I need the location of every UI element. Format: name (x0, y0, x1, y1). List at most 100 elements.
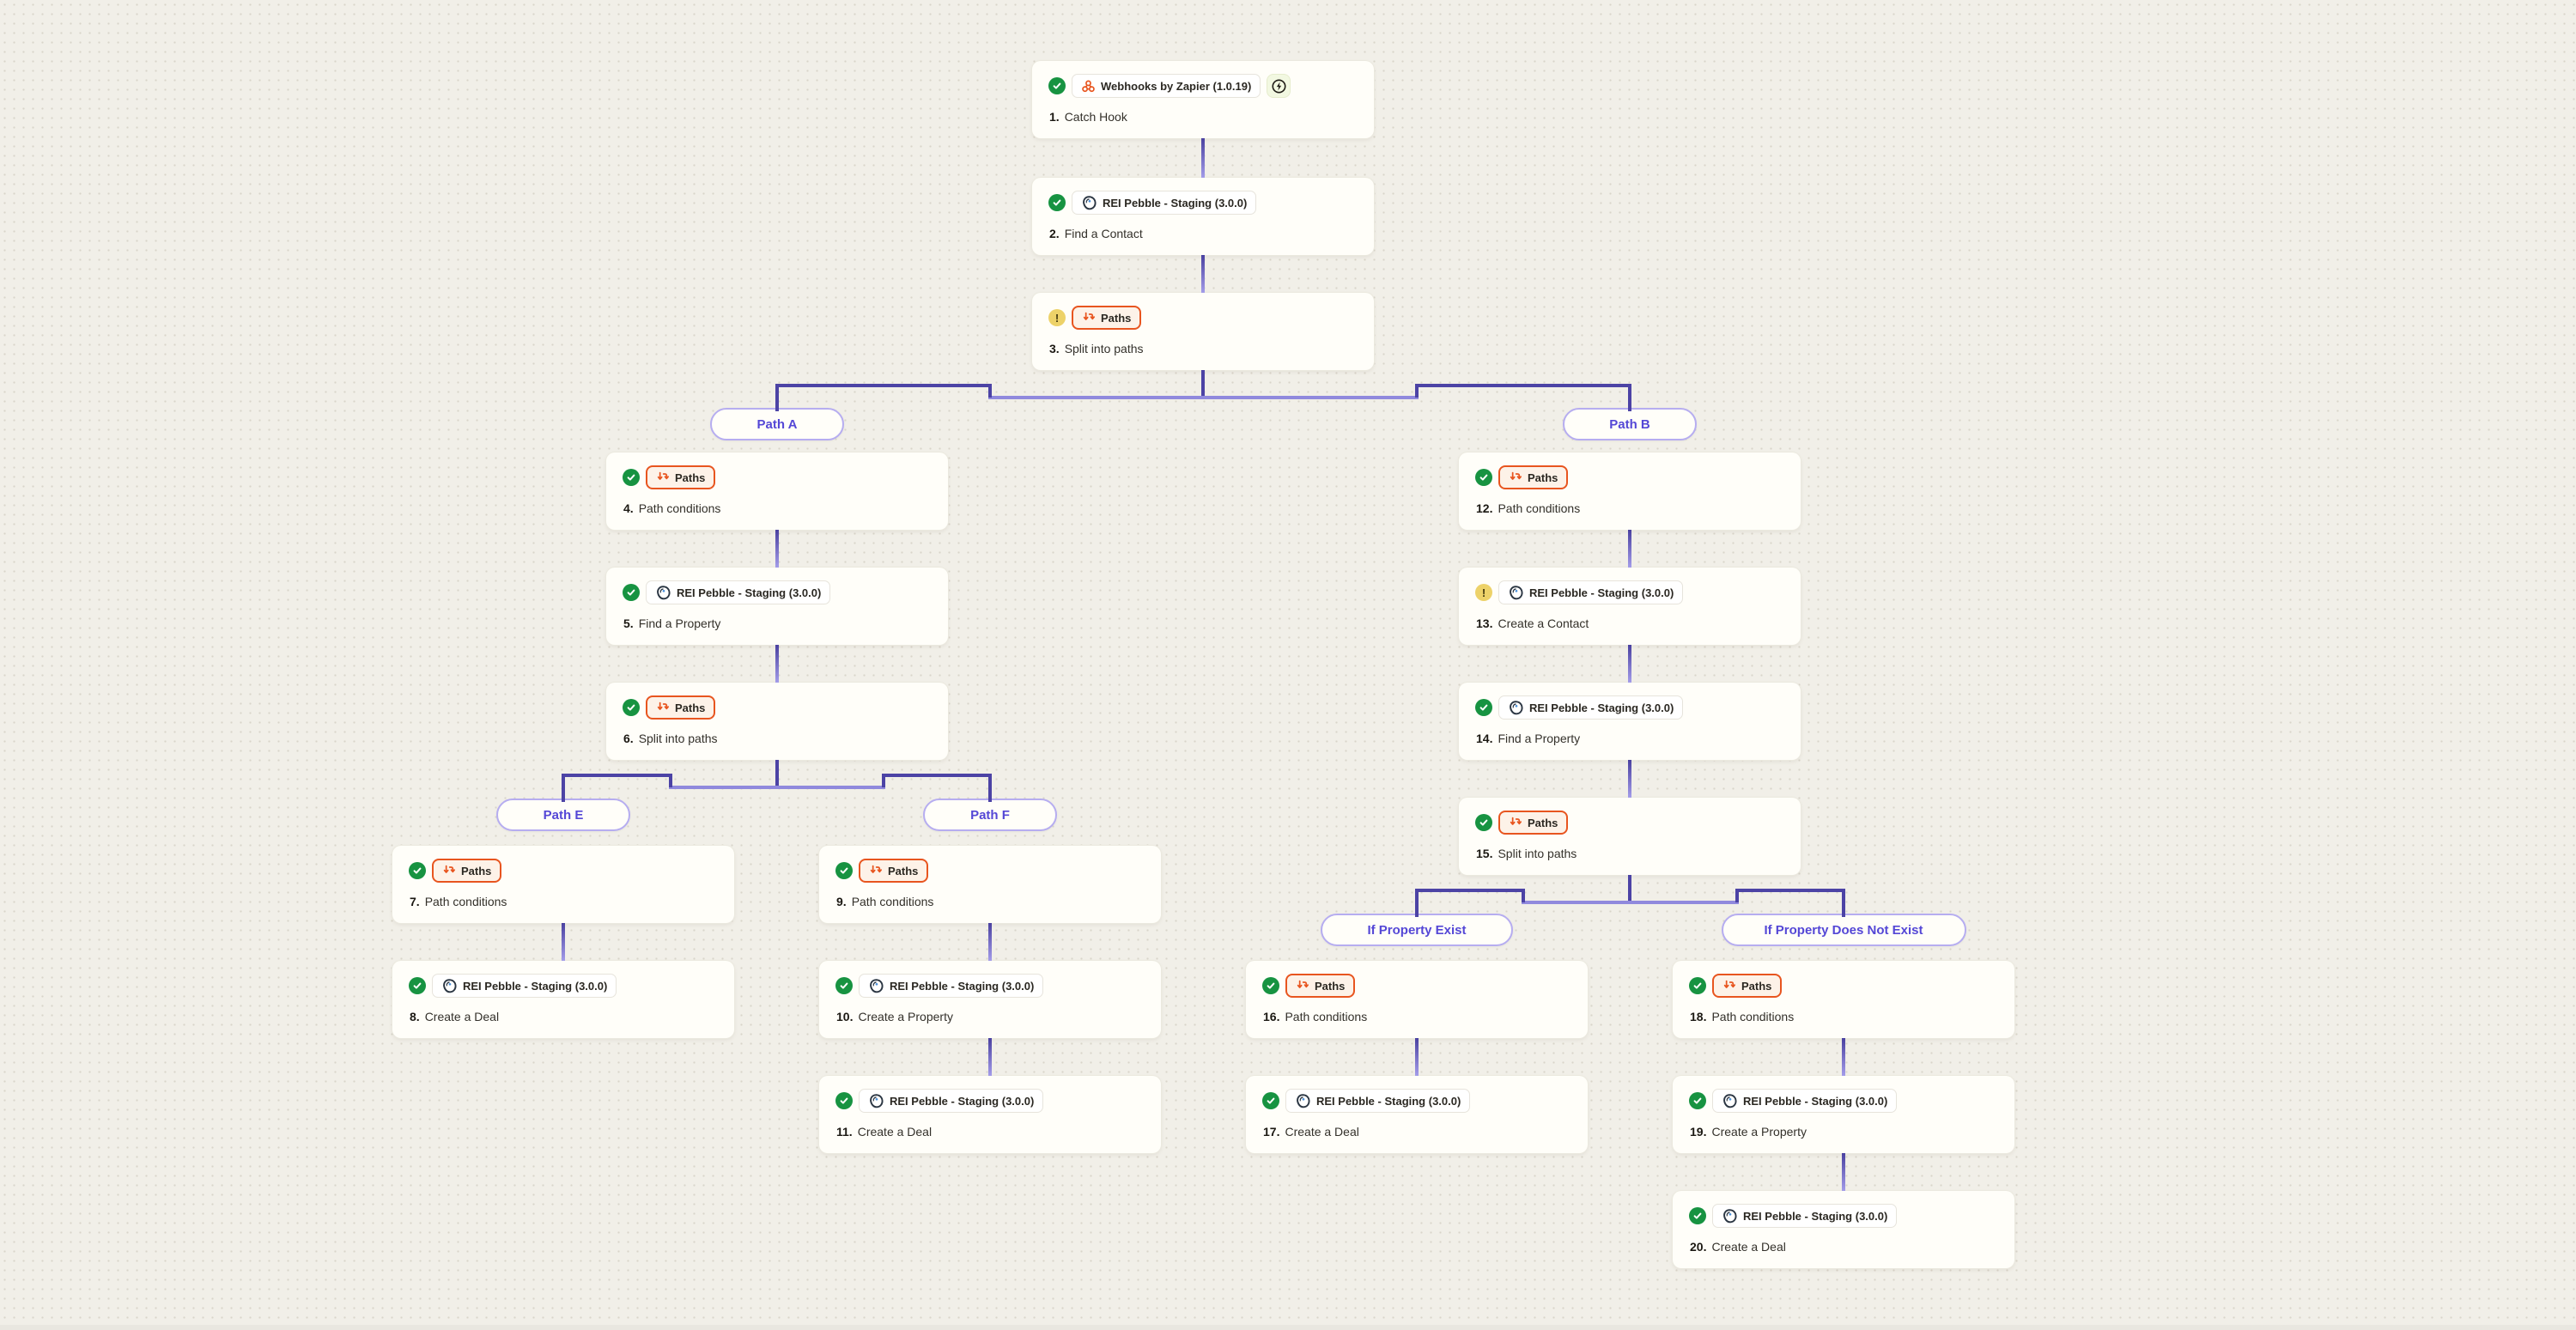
step-title-text: Create a Property (858, 1010, 953, 1023)
connector-line (1842, 890, 1845, 917)
app-pill-label: Paths (1528, 816, 1558, 829)
step-node-18[interactable]: ! Paths (1673, 961, 2014, 1038)
connector-line (988, 396, 1419, 399)
app-pill: REI Pebble - Staging (3.0.0) (1498, 580, 1684, 604)
step-node-16[interactable]: ! Paths (1246, 961, 1588, 1038)
step-title: 7.Path conditions (410, 895, 507, 908)
step-node-2[interactable]: ! REI Pebble - Staging (3.0.0) (1032, 178, 1374, 255)
step-number: 6. (623, 732, 634, 745)
step-title-text: Create a Contact (1498, 616, 1589, 630)
connector-line (1415, 1038, 1419, 1076)
connector-line (1201, 370, 1205, 399)
success-check-icon (1689, 1092, 1706, 1109)
step-node-20[interactable]: ! REI Pebble - Staging (3.0.0) (1673, 1191, 2014, 1268)
step-number: 10. (836, 1010, 854, 1023)
success-check-icon (1475, 699, 1492, 716)
lightning-badge[interactable] (1267, 74, 1291, 98)
webhooks-icon (1082, 80, 1095, 92)
step-title-text: Create a Deal (857, 1125, 933, 1139)
step-node-9[interactable]: ! Paths (819, 846, 1161, 923)
step-node-header: ! Paths (1689, 974, 1783, 998)
success-check-icon (1689, 977, 1706, 994)
path-label-pill-pathB[interactable]: Path B (1563, 408, 1697, 440)
path-label-pill-pathE[interactable]: Path E (496, 799, 630, 831)
app-pill-label: Paths (1101, 311, 1132, 325)
app-pill-label: REI Pebble - Staging (3.0.0) (1529, 586, 1674, 599)
path-label-pill-ifNotExist[interactable]: If Property Does Not Exist (1721, 914, 1966, 946)
connector-line (882, 774, 992, 777)
step-title: 2.Find a Contact (1049, 227, 1143, 240)
step-node-7[interactable]: ! Paths (392, 846, 734, 923)
paths-icon (657, 471, 669, 480)
step-node-3[interactable]: ! Paths (1032, 293, 1374, 370)
path-label-text: Path E (543, 807, 584, 823)
success-check-icon (1475, 469, 1492, 486)
app-pill: REI Pebble - Staging (3.0.0) (1712, 1089, 1898, 1113)
step-title: 13. Create a Contact (1476, 616, 1589, 630)
step-node-10[interactable]: ! REI Pebble - Staging (3.0.0) (819, 961, 1161, 1038)
step-node-header: ! REI Pebble - Staging (3.0.0) (1689, 1089, 1898, 1113)
step-node-17[interactable]: ! REI Pebble - Staging (3.0.0) (1246, 1076, 1588, 1153)
path-label-pill-pathF[interactable]: Path F (923, 799, 1057, 831)
step-node-1[interactable]: ! Webhooks by Zapier (1.0.19) (1032, 61, 1374, 138)
step-node-14[interactable]: ! REI Pebble - Staging (3.0.0) (1459, 683, 1801, 760)
app-pill: REI Pebble - Staging (3.0.0) (1285, 1089, 1471, 1113)
app-pill-label: REI Pebble - Staging (3.0.0) (1529, 701, 1674, 714)
step-node-4[interactable]: ! Paths (606, 452, 948, 530)
step-node-header: ! REI Pebble - Staging (3.0.0) (623, 580, 831, 604)
app-pill: Paths (1072, 306, 1142, 330)
step-number: 15. (1476, 847, 1493, 860)
step-number: 17. (1263, 1125, 1280, 1139)
step-node-header: ! Paths (1048, 306, 1142, 330)
step-node-header: ! Paths (409, 859, 502, 883)
connector-line (562, 775, 565, 802)
rei-pebble-icon (1723, 1208, 1737, 1223)
app-pill: Paths (646, 695, 716, 720)
step-number: 19. (1690, 1125, 1707, 1139)
step-number: 16. (1263, 1010, 1280, 1023)
app-pill-label: REI Pebble - Staging (3.0.0) (1743, 1209, 1888, 1223)
connector-line (1414, 384, 1631, 387)
step-node-12[interactable]: ! Paths (1459, 452, 1801, 530)
success-check-icon (1048, 77, 1066, 94)
paths-icon (1083, 312, 1095, 320)
step-title-text: Path conditions (1285, 1010, 1368, 1023)
step-node-8[interactable]: ! REI Pebble - Staging (3.0.0) (392, 961, 734, 1038)
app-pill: Paths (859, 859, 929, 883)
connector-line (1628, 760, 1631, 798)
step-node-header: ! Paths (1475, 465, 1569, 489)
step-title-text: Find a Property (638, 616, 721, 630)
step-node-11[interactable]: ! REI Pebble - Staging (3.0.0) (819, 1076, 1161, 1153)
step-node-header: ! Paths (623, 695, 716, 720)
app-pill: REI Pebble - Staging (3.0.0) (432, 974, 617, 998)
connector-line (1415, 890, 1419, 917)
connector-line (1522, 890, 1525, 902)
path-label-text: If Property Does Not Exist (1764, 922, 1923, 938)
step-node-19[interactable]: ! REI Pebble - Staging (3.0.0) (1673, 1076, 2014, 1153)
step-number: 11. (836, 1125, 853, 1139)
path-label-pill-ifExist[interactable]: If Property Exist (1321, 914, 1513, 946)
connector-line (988, 923, 992, 961)
path-label-text: If Property Exist (1367, 922, 1467, 938)
step-node-13[interactable]: ! REI Pebble - Staging (3.0.0) (1459, 568, 1801, 645)
step-number: 13. (1476, 616, 1493, 630)
path-label-pill-pathA[interactable]: Path A (710, 408, 844, 440)
connector-line (1842, 1038, 1845, 1076)
step-title: 18.Path conditions (1690, 1010, 1794, 1023)
step-node-5[interactable]: ! REI Pebble - Staging (3.0.0) (606, 568, 948, 645)
path-label-text: Path B (1609, 416, 1650, 432)
connector-line (562, 923, 565, 961)
path-label-text: Path F (970, 807, 1010, 823)
step-title: 6.Split into paths (623, 732, 718, 745)
step-node-15[interactable]: ! Paths (1459, 798, 1801, 875)
step-title-text: Catch Hook (1064, 110, 1127, 124)
step-title: 19.Create a Property (1690, 1125, 1807, 1139)
rei-pebble-icon (870, 1093, 884, 1108)
step-node-6[interactable]: ! Paths (606, 683, 948, 760)
app-pill: Paths (432, 859, 502, 883)
success-check-icon (835, 977, 853, 994)
canvas-bottom-edge (0, 1325, 2576, 1330)
step-title-text: Split into paths (1064, 342, 1144, 355)
app-pill-label: REI Pebble - Staging (3.0.0) (677, 586, 822, 599)
